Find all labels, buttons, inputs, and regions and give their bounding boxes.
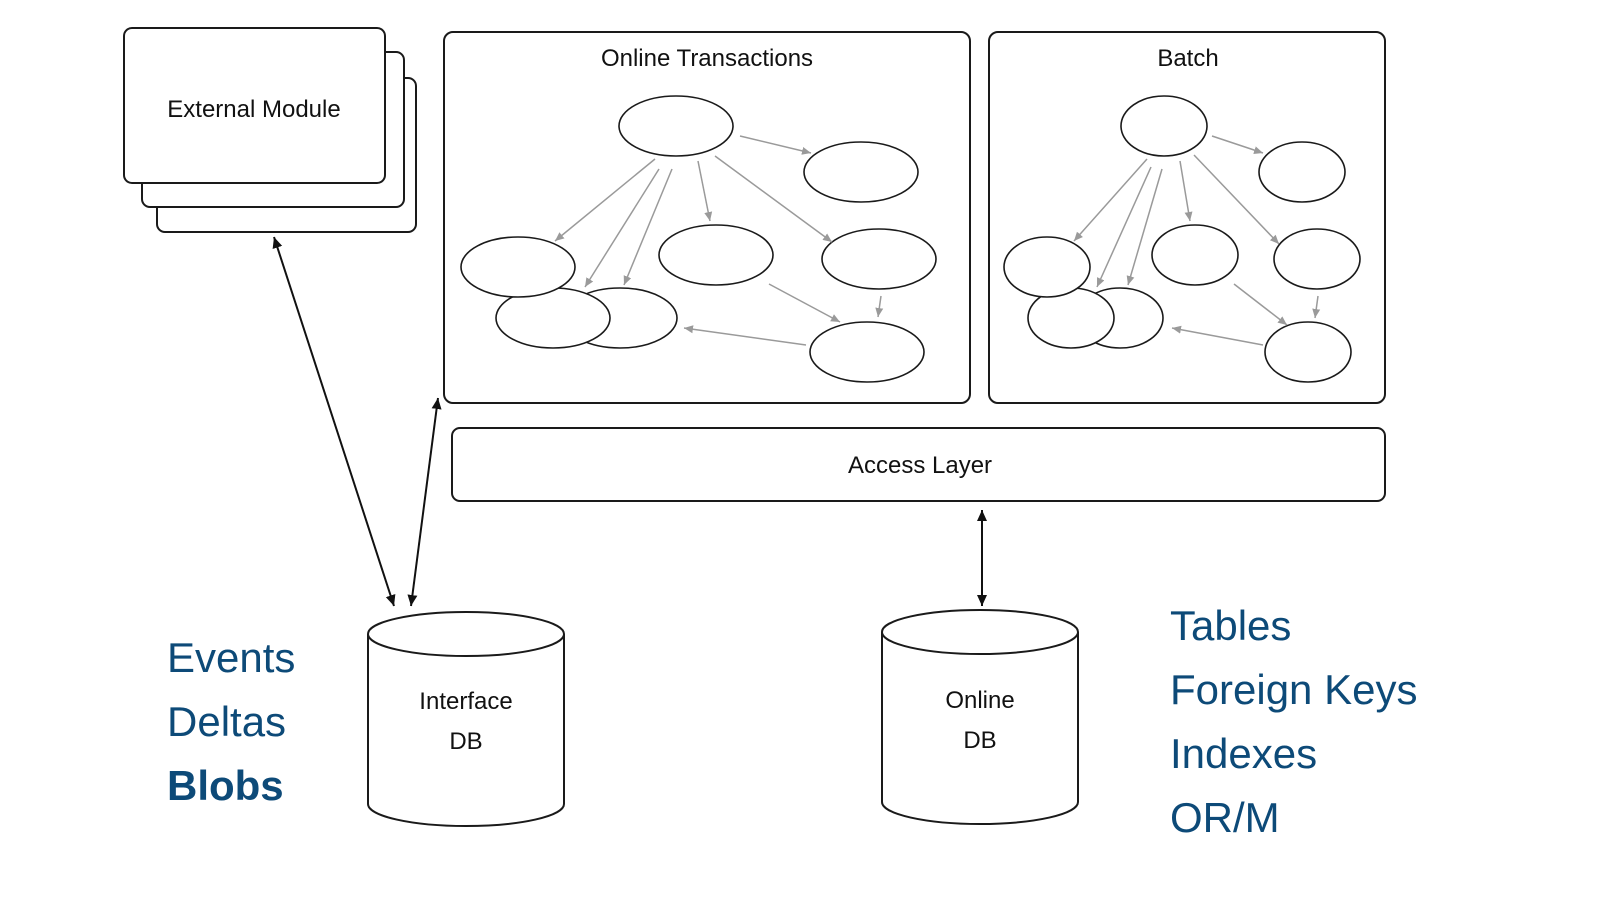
batch-node-root [1120,95,1208,157]
online-transactions-title: Online Transactions [601,45,813,72]
batch-edge [1233,283,1288,326]
ot-edge [697,160,713,222]
interface-db-label-line2: DB [449,728,482,755]
ot-node [658,224,774,286]
ot-node [803,141,919,203]
online-transactions-panel: Online Transactions [443,31,971,404]
ot-edge [768,283,841,323]
list-item-events: Events [167,634,295,681]
external-module-label: External Module [167,96,340,123]
access-layer: Access Layer [451,427,1386,502]
ot-edge [739,135,812,155]
interface-db-characteristics-list: Events Deltas Blobs [167,634,295,809]
batch-node [1151,224,1239,286]
list-item-tables: Tables [1170,602,1291,649]
list-item-blobs: Blobs [167,762,284,809]
batch-edge [1073,158,1148,242]
batch-edge [1193,154,1280,245]
ot-node-root [618,95,734,157]
batch-edge [1096,166,1152,288]
external-module-stack: External Module [123,27,417,233]
list-item-orm: OR/M [1170,794,1280,841]
interface-db-body [367,634,565,827]
interface-db-top [367,611,565,657]
ot-edge [584,168,660,288]
interface-db-label-line1: Interface [419,688,512,715]
ot-edge [683,325,807,346]
access-layer-box [451,427,1386,502]
batch-title: Batch [1157,45,1218,72]
online-db-body [881,632,1079,825]
online-db-label-line2: DB [963,727,996,754]
batch-edge [1171,325,1264,346]
ot-node [809,321,925,383]
ot-edge [623,168,673,286]
access-layer-label: Access Layer [848,452,992,479]
online-transactions-graph [460,95,937,383]
external-module-card-front [123,27,386,184]
interface-db-cylinder: Interface DB [367,611,565,827]
online-db-label-line1: Online [945,687,1014,714]
external-module-interface-db-connector [272,236,396,607]
online-db-top [881,609,1079,655]
list-item-foreign-keys: Foreign Keys [1170,666,1417,713]
batch-node [1264,321,1352,383]
batch-node [1003,236,1091,298]
batch-edge [1211,135,1264,154]
ot-node [821,228,937,290]
batch-edge [1312,295,1321,319]
batch-node [1273,228,1361,290]
batch-edge [1179,160,1193,222]
list-item-indexes: Indexes [1170,730,1317,777]
ot-node [460,236,576,298]
online-db-cylinder: Online DB [881,609,1079,825]
ot-edge [875,295,884,318]
online-transactions-interface-db-connector [407,397,442,607]
batch-node [1258,141,1346,203]
batch-panel: Batch [988,31,1386,404]
batch-edge [1126,168,1163,286]
list-item-deltas: Deltas [167,698,286,745]
batch-graph [1003,95,1361,383]
ot-edge [714,155,833,243]
ot-edge [554,158,656,242]
online-db-characteristics-list: Tables Foreign Keys Indexes OR/M [1170,602,1417,841]
